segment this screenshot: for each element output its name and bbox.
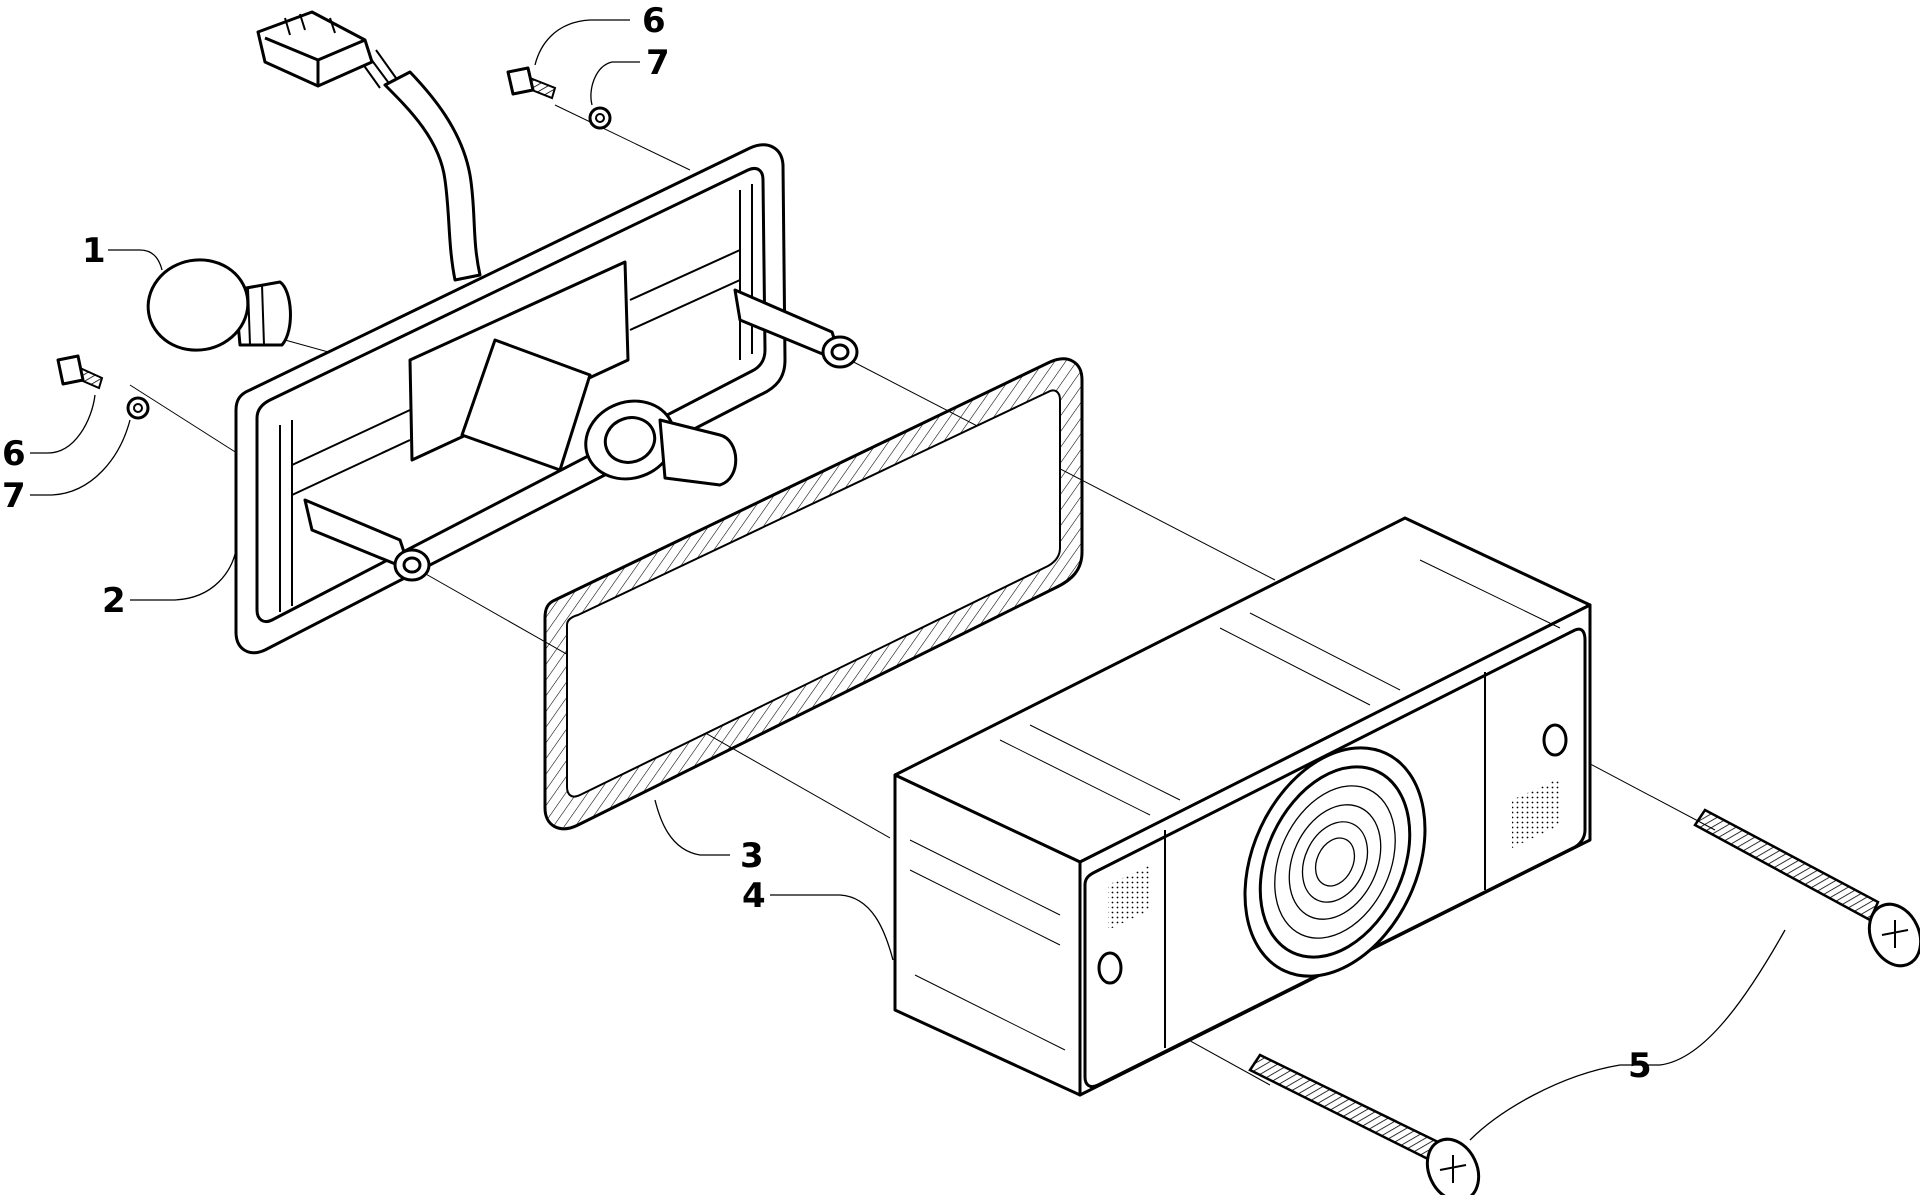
gasket [543, 357, 1084, 831]
lens-box [893, 516, 1592, 1097]
callout-label-washer-top: 7 [646, 43, 670, 83]
callout-label-gasket: 3 [740, 836, 764, 876]
small-screw-left [56, 354, 104, 390]
washer-top [588, 106, 612, 130]
callout-label-lens: 4 [742, 876, 766, 916]
callout-label-washer-left: 7 [2, 476, 26, 516]
long-screw-right [1693, 808, 1920, 968]
callout-label-small-screw-top: 6 [642, 1, 666, 41]
callout-label-small-screw-left: 6 [2, 434, 26, 474]
wiring-harness [256, 10, 482, 282]
washer-left [126, 396, 150, 420]
long-screw-bottom [1248, 1053, 1481, 1195]
callout-labels: 1 2 3 4 5 6 7 6 7 [2, 1, 1652, 1086]
small-screw-top [506, 66, 557, 100]
callout-label-housing: 2 [102, 581, 126, 621]
light-bulb [146, 258, 292, 352]
callout-label-bulb: 1 [82, 231, 106, 271]
housing-base-plate [234, 143, 859, 655]
leader-lines [30, 19, 1786, 1141]
callout-label-long-screw: 5 [1628, 1046, 1652, 1086]
